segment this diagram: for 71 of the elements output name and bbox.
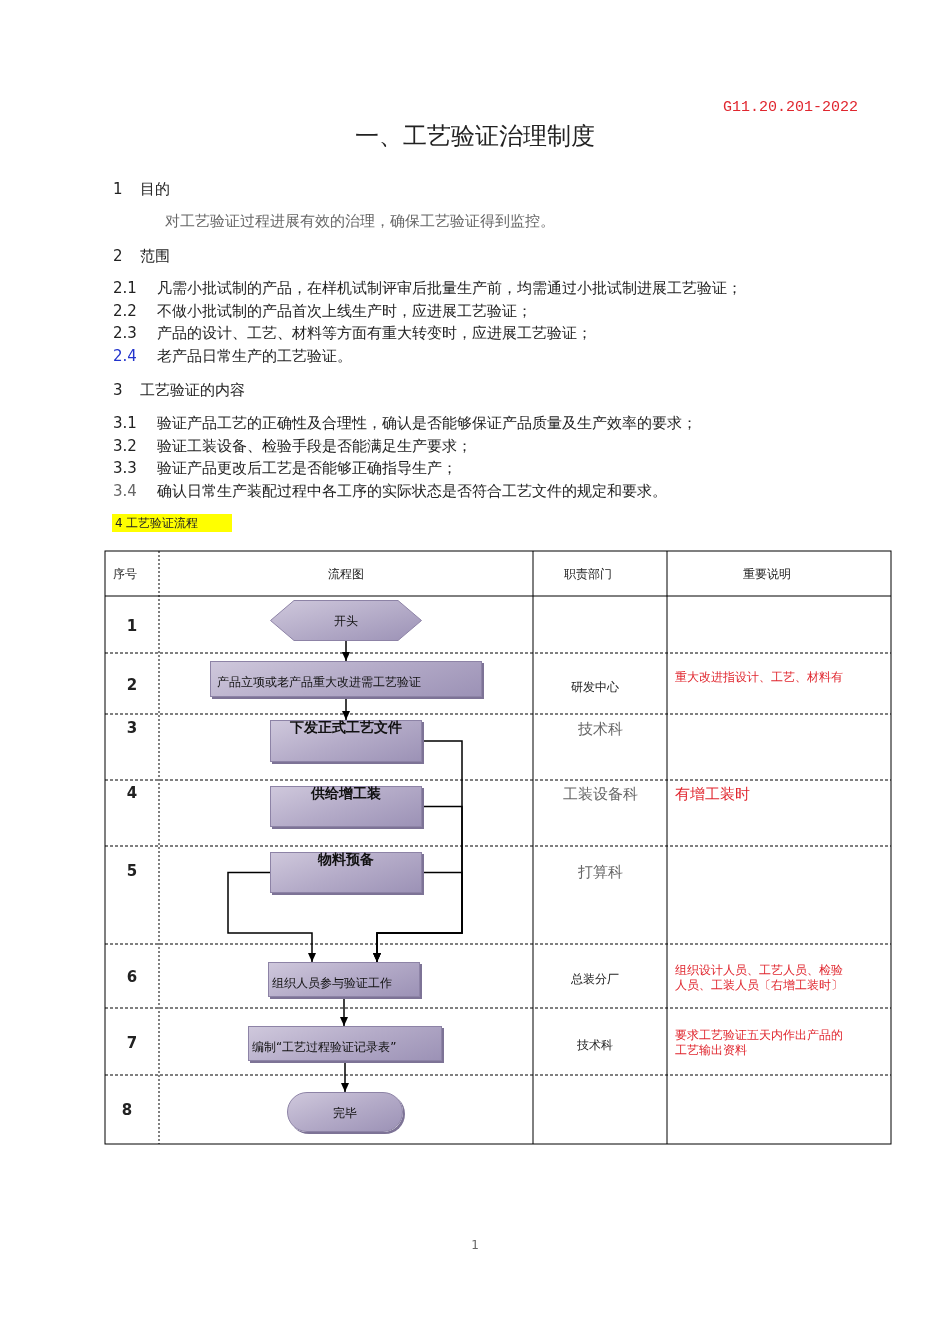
process-box bbox=[270, 720, 422, 762]
body-text: 对工艺验证过程进展有效的治理，确保工艺验证得到监控。 bbox=[165, 212, 555, 230]
arrow bbox=[341, 1060, 349, 1093]
column-header: 流程图 bbox=[327, 567, 365, 582]
body-text: 产品的设计、工艺、材料等方面有重大转变时，应进展工艺验证； bbox=[157, 324, 592, 342]
node-text: 编制“工艺过程验证记录表” bbox=[252, 1039, 397, 1056]
item-number: 3.2 bbox=[113, 437, 137, 455]
process-box bbox=[248, 1026, 442, 1061]
section-number: 2 bbox=[113, 247, 123, 265]
section-heading: 目的 bbox=[140, 180, 170, 198]
row-number: 8 bbox=[120, 1101, 134, 1119]
note-text: 重大改进指设计、工艺、材料有 bbox=[675, 670, 843, 685]
item-number: 2.1 bbox=[113, 279, 137, 297]
department-text: 打算科 bbox=[576, 863, 624, 881]
title: 一、工艺验证治理制度 bbox=[354, 122, 596, 151]
node-text: 完毕 bbox=[332, 1105, 358, 1122]
department-text: 技术科 bbox=[576, 1038, 614, 1053]
section-number: 1 bbox=[113, 180, 123, 198]
item-number: 3.1 bbox=[113, 414, 137, 432]
highlighted-heading: 4 工艺验证流程 bbox=[112, 514, 233, 533]
item-number: 2.2 bbox=[113, 302, 137, 320]
arrow bbox=[373, 871, 463, 963]
item-number: 3.4 bbox=[113, 482, 137, 500]
arrow bbox=[227, 871, 316, 963]
section-heading: 范围 bbox=[140, 247, 170, 265]
body-text: 老产品日常生产的工艺验证。 bbox=[157, 347, 352, 365]
section-heading: 工艺验证的内容 bbox=[140, 381, 245, 399]
body-text: 验证产品工艺的正确性及合理性，确认是否能够保证产品质量及生产效率的要求； bbox=[157, 414, 697, 432]
process-box bbox=[268, 962, 420, 997]
body-text: 不做小批试制的产品首次上线生产时，应进展工艺验证； bbox=[157, 302, 532, 320]
column-header: 职责部门 bbox=[563, 567, 613, 582]
item-number: 2.4 bbox=[113, 347, 137, 365]
row-number: 1 bbox=[125, 617, 139, 635]
body-text: 凡需小批试制的产品，在样机试制评审后批量生产前，均需通过小批试制进展工艺验证； bbox=[157, 279, 742, 297]
node-text: 产品立项或老产品重大改进需工艺验证 bbox=[217, 674, 421, 691]
node-text: 开头 bbox=[333, 612, 359, 630]
body-text: 确认日常生产装配过程中各工序的实际状态是否符合工艺文件的规定和要求。 bbox=[157, 482, 667, 500]
node-text: 组织人员参与验证工作 bbox=[272, 975, 392, 992]
row-number: 3 bbox=[125, 719, 139, 737]
item-number: 2.3 bbox=[113, 324, 137, 342]
item-number: 3.3 bbox=[113, 459, 137, 477]
note-text: 有增工装时 bbox=[675, 785, 750, 803]
node-text: 物料预备 bbox=[316, 851, 375, 869]
document-code: G11.20.201-2022 bbox=[722, 99, 858, 117]
process-box bbox=[210, 661, 482, 697]
body-text: 验证工装设备、检验手段是否能满足生产要求； bbox=[157, 437, 472, 455]
row-number: 5 bbox=[125, 862, 139, 880]
arrow bbox=[342, 640, 350, 662]
arrow bbox=[340, 996, 348, 1027]
row-number: 2 bbox=[125, 676, 139, 694]
node-text: 供给增工装 bbox=[310, 785, 382, 803]
note-text: 要求工艺验证五天内作出产品的工艺输出资料 bbox=[675, 1028, 844, 1058]
department-text: 技术科 bbox=[576, 720, 624, 738]
arrow bbox=[342, 696, 350, 721]
row-number: 6 bbox=[125, 968, 139, 986]
process-box bbox=[270, 852, 422, 893]
column-header: 重要说明 bbox=[742, 567, 792, 582]
node-text: 下发正式工艺文件 bbox=[289, 719, 403, 737]
page-number: 1 bbox=[470, 1238, 480, 1253]
note-text: 组织设计人员、工艺人员、检验人员、工装人员〔右增工装时〕 bbox=[675, 963, 844, 993]
start-hexagon bbox=[270, 600, 422, 641]
body-text: 验证产品更改后工艺是否能够正确指导生产； bbox=[157, 459, 457, 477]
column-header: 序号 bbox=[112, 567, 138, 582]
process-box bbox=[270, 786, 422, 827]
department-text: 总装分厂 bbox=[570, 972, 620, 987]
department-text: 工装设备科 bbox=[561, 785, 639, 803]
end-terminator bbox=[287, 1092, 403, 1132]
row-number: 7 bbox=[125, 1034, 139, 1052]
row-number: 4 bbox=[125, 784, 139, 802]
section-number: 3 bbox=[113, 381, 123, 399]
department-text: 研发中心 bbox=[570, 680, 620, 695]
